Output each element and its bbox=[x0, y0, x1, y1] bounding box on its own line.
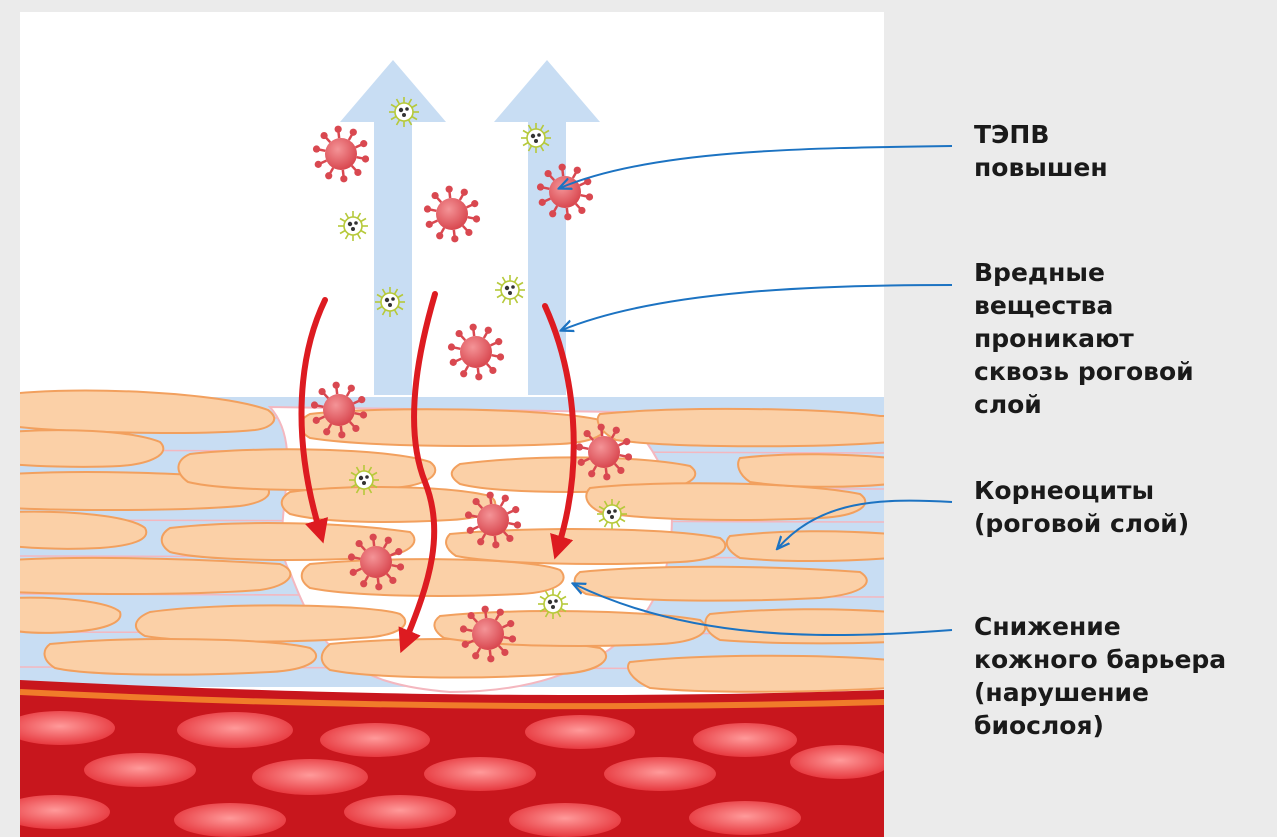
label-corneocytes: Корнеоциты (роговой слой) bbox=[974, 474, 1189, 540]
pointer-corneocytes bbox=[778, 501, 952, 548]
label-barrier: Снижение кожного барьера (нарушение биос… bbox=[974, 610, 1226, 742]
pointer-barrier bbox=[574, 584, 952, 635]
label-tewl: ТЭПВ повышен bbox=[974, 118, 1108, 184]
pointer-tewl bbox=[560, 146, 952, 188]
label-penetration: Вредные вещества проникают сквозь рогово… bbox=[974, 256, 1194, 421]
pointer-penetration bbox=[562, 285, 952, 330]
